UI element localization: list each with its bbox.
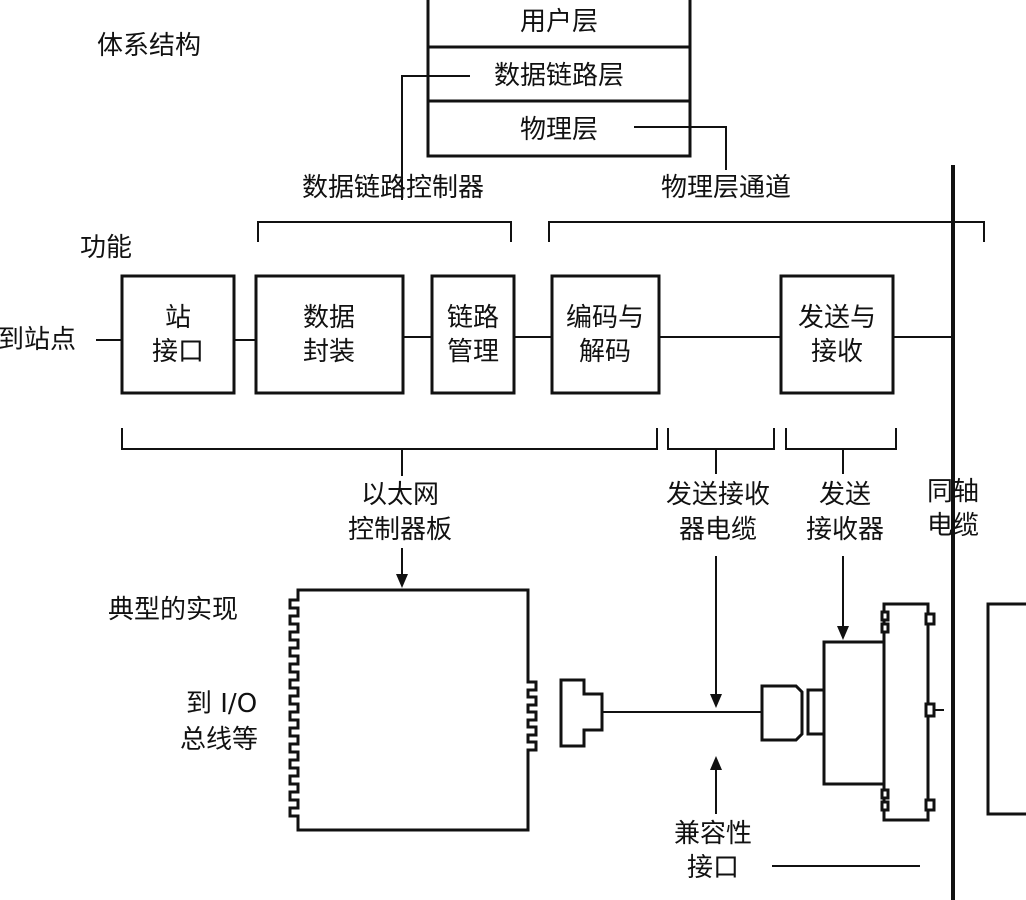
cable-connector-right xyxy=(760,684,804,742)
coax-label-line1: 同轴 xyxy=(927,477,979,507)
to-io-label-line1: 到 I/O xyxy=(186,689,257,719)
transceiver-cable-bracket xyxy=(667,428,775,450)
block-transmit-receive xyxy=(779,274,895,395)
coax-label-line2: 电缆 xyxy=(927,511,979,541)
block-link-management-line2: 管理 xyxy=(447,337,499,367)
block-station-interface-line2: 接口 xyxy=(152,337,204,367)
block-station-interface xyxy=(120,274,236,395)
block-data-encapsulation-line1: 数据 xyxy=(303,303,355,333)
ethernet-board-label-line1: 以太网 xyxy=(361,480,439,510)
cable-arrow xyxy=(710,694,722,708)
block-encode-decode-line1: 编码与 xyxy=(566,303,644,333)
block-transmit-receive-line2: 接收 xyxy=(811,337,863,367)
transceiver-label-line1: 发送 xyxy=(819,480,871,510)
ethernet-board-label-line2: 控制器板 xyxy=(348,515,452,545)
block-encode-decode xyxy=(550,274,661,395)
block-transmit-receive-line1: 发送与 xyxy=(798,303,876,333)
transceiver-bracket xyxy=(785,428,897,450)
physical-leader xyxy=(634,126,727,170)
dl-controller-bracket xyxy=(257,221,512,242)
layer-user: 用户层 xyxy=(520,7,598,37)
to-io-label-line2: 总线等 xyxy=(180,725,258,755)
transceiver-unit xyxy=(806,602,944,822)
block-link-management xyxy=(430,274,516,395)
layer-stack-frame xyxy=(426,0,692,158)
phy-channel-bracket xyxy=(548,221,985,242)
block-data-encapsulation xyxy=(254,274,405,395)
functions-label: 功能 xyxy=(80,233,132,263)
transceiver-cable-label-line2: 器电缆 xyxy=(679,515,757,545)
cable-connector-left xyxy=(559,678,604,748)
layer-stack: 用户层 数据链路层 物理层 xyxy=(426,0,692,158)
architecture-label: 体系结构 xyxy=(97,31,201,61)
block-link-management-line1: 链路 xyxy=(447,303,499,333)
block-data-encapsulation-line2: 封装 xyxy=(303,337,355,367)
ethernet-board-bracket xyxy=(121,428,658,450)
coax-tap-block xyxy=(986,602,1026,816)
phy-channel-label: 物理层通道 xyxy=(661,173,791,203)
datalink-leader xyxy=(401,75,470,200)
compat-if-label-line2: 接口 xyxy=(687,853,739,883)
block-station-interface-line1: 站 xyxy=(165,303,191,333)
compat-if-label-line1: 兼容性 xyxy=(674,819,752,849)
block-encode-decode-line2: 解码 xyxy=(579,337,631,367)
layer-physical: 物理层 xyxy=(520,115,598,145)
layer-datalink: 数据链路层 xyxy=(494,61,624,91)
function-blocks: 站 接口 数据 封装 链路 管理 编码与 解码 发送与 接收 xyxy=(120,274,895,395)
ethernet-board xyxy=(288,588,538,832)
block-connectors: 到站点 xyxy=(0,325,953,355)
typical-impl-label: 典型的实现 xyxy=(108,595,238,625)
dl-controller-label: 数据链路控制器 xyxy=(302,173,484,203)
transceiver-cable xyxy=(559,556,804,748)
transceiver-label-line2: 接收器 xyxy=(806,515,884,545)
transceiver-cable-label-line1: 发送接收 xyxy=(666,480,770,510)
to-station-label: 到站点 xyxy=(0,325,76,355)
